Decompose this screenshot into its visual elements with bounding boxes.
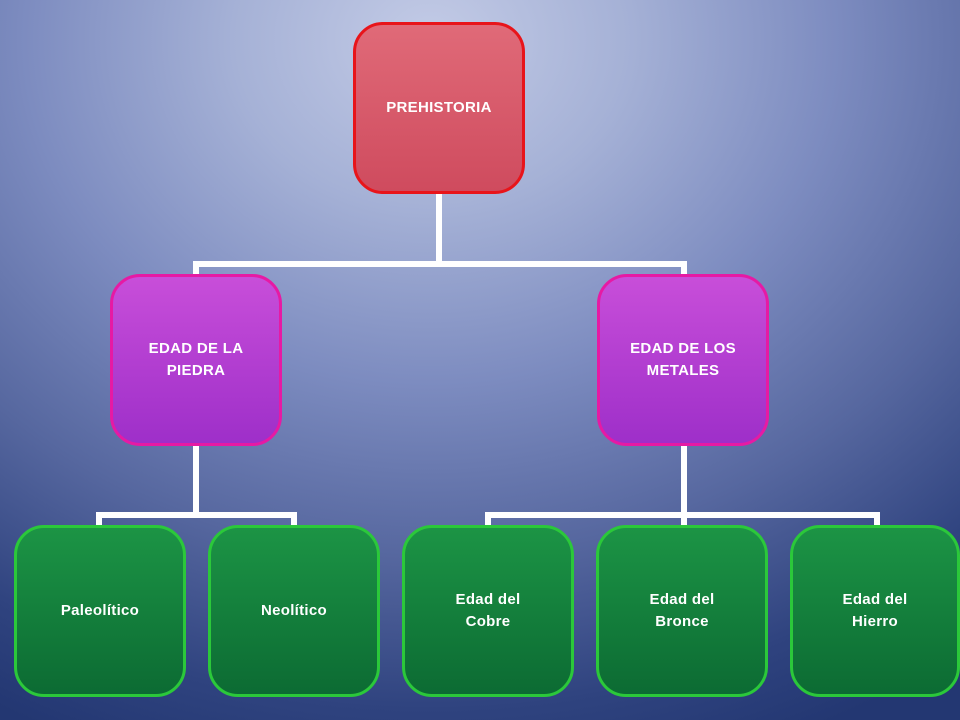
- node-edad-de-la-piedra: EDAD DE LA PIEDRA: [110, 274, 282, 446]
- node-edad-del-bronce: Edad del Bronce: [596, 525, 768, 697]
- node-prehistoria: PREHISTORIA: [353, 22, 525, 194]
- node-paleolitico: Paleolítico: [14, 525, 186, 697]
- node-neolitico-label: Neolítico: [260, 602, 328, 619]
- node-edad-de-los-metales-label: EDAD DE LOS METALES: [630, 340, 736, 379]
- node-edad-del-hierro: Edad del Hierro: [790, 525, 960, 697]
- node-edad-del-hierro-label: Edad del Hierro: [842, 591, 908, 630]
- node-edad-de-los-metales: EDAD DE LOS METALES: [597, 274, 769, 446]
- node-prehistoria-label: PREHISTORIA: [386, 99, 492, 116]
- node-edad-del-cobre: Edad del Cobre: [402, 525, 574, 697]
- node-paleolitico-label: Paleolítico: [60, 602, 140, 619]
- node-edad-del-bronce-label: Edad del Bronce: [649, 591, 715, 630]
- node-neolitico: Neolítico: [208, 525, 380, 697]
- node-edad-de-la-piedra-label: EDAD DE LA PIEDRA: [148, 340, 244, 379]
- node-edad-del-cobre-label: Edad del Cobre: [455, 591, 521, 630]
